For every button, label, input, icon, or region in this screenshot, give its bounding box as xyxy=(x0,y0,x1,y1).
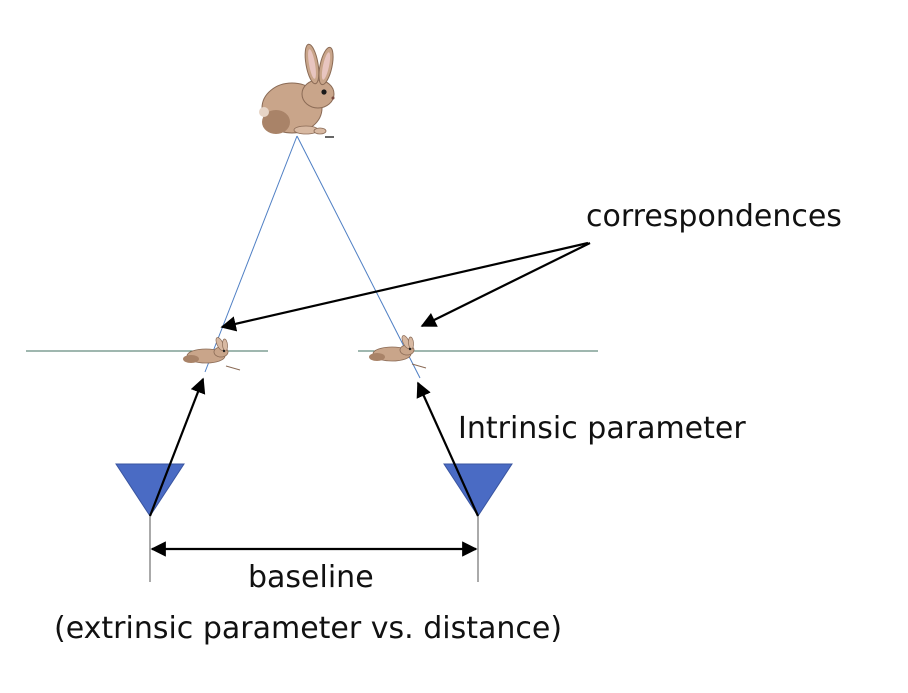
camera-triangle-icon xyxy=(443,463,513,517)
intrinsic-arrow-left xyxy=(148,377,206,517)
correspondences-label: correspondences xyxy=(586,199,842,234)
ray-right xyxy=(296,135,421,379)
intrinsic-parameter-label: Intrinsic parameter xyxy=(458,411,746,446)
correspondence-arrow-left xyxy=(220,241,589,332)
intrinsic-arrow-right xyxy=(416,381,480,517)
extrinsic-note-label: (extrinsic parameter vs. distance) xyxy=(54,611,563,646)
camera-triangle-icon xyxy=(115,463,185,517)
ray-left xyxy=(204,135,298,373)
correspondence-arrow-right xyxy=(420,242,591,327)
baseline-label: baseline xyxy=(248,560,374,595)
rabbit-projection-left xyxy=(182,335,241,371)
rabbit-icon xyxy=(259,43,335,138)
